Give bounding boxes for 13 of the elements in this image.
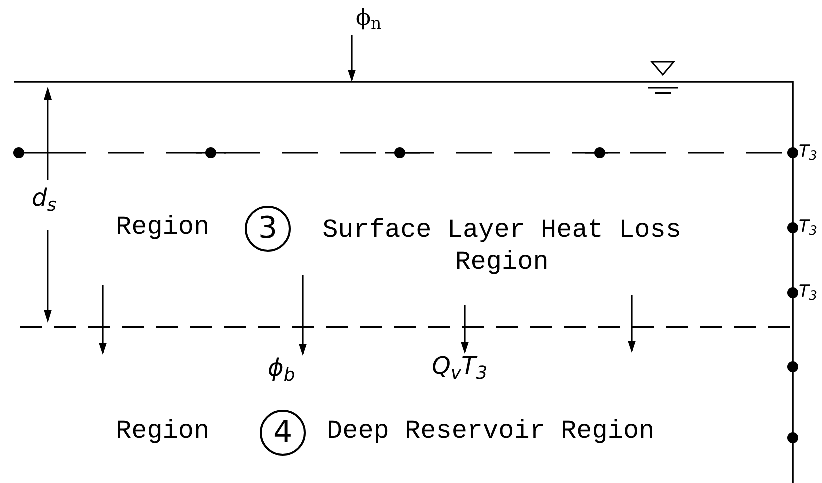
temperature-label: T$_{3}$ — [799, 144, 818, 161]
flux-symbol: Q$_{v}$T$_{3}$ — [432, 354, 488, 378]
flux-symbol: ϕ$_{b}$ — [268, 356, 296, 380]
dimension-label: d$_{s}$ — [32, 186, 57, 210]
region-description: Deep Reservoir Region — [327, 418, 655, 444]
flux-symbol: ϕ$_{n}$ — [356, 8, 382, 30]
region-description: Surface Layer Heat Loss Region — [322, 214, 682, 278]
region-label: Region — [116, 214, 210, 240]
temperature-label: T$_{3}$ — [799, 219, 818, 236]
region-number: 3 — [245, 206, 291, 252]
region-label: Region — [116, 418, 210, 444]
region-number: 4 — [260, 410, 306, 456]
temperature-label: T$_{3}$ — [799, 284, 818, 301]
